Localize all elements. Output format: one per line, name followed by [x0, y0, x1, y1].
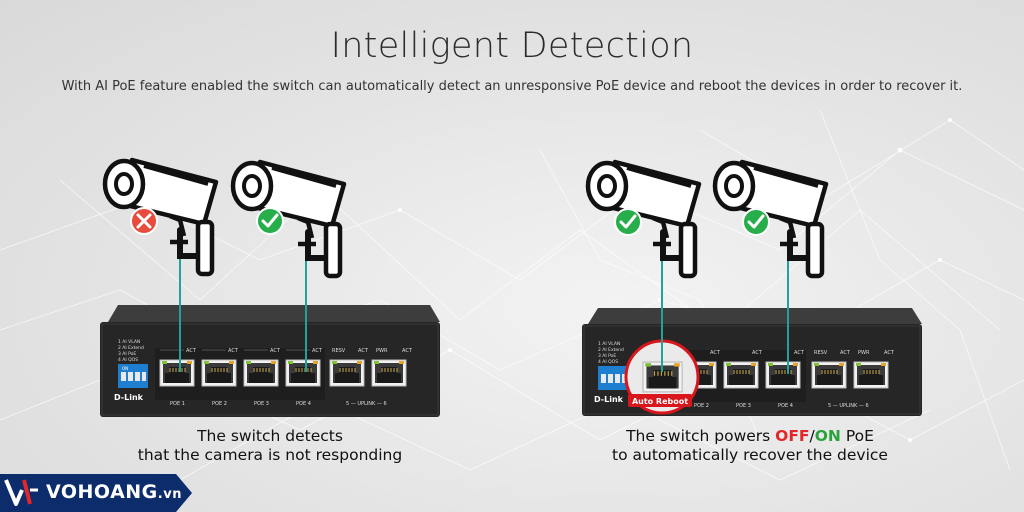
check-icon: [614, 208, 642, 236]
right-caption: The switch powers OFF/ON PoE to automati…: [612, 427, 888, 464]
svg-text:PWR: PWR: [858, 350, 870, 356]
left-switch-brand: D-Link: [114, 393, 144, 402]
watermark-text: VOHOANG.vn: [46, 481, 182, 503]
check-icon: [256, 207, 284, 235]
error-icon: [130, 207, 158, 235]
on-label: ON: [814, 427, 841, 445]
right-camera-1-icon: [588, 162, 699, 276]
svg-text:4 AI QOS: 4 AI QOS: [598, 359, 618, 365]
svg-text:POE 2: POE 2: [212, 401, 227, 407]
svg-text:ACT: ACT: [752, 350, 763, 356]
svg-text:1 AI VLAN: 1 AI VLAN: [598, 341, 620, 347]
svg-text:ACT: ACT: [402, 348, 413, 354]
svg-text:4 AI QOS: 4 AI QOS: [118, 357, 138, 363]
off-label: OFF: [775, 427, 810, 445]
svg-text:3 AI PoE: 3 AI PoE: [118, 351, 136, 357]
svg-text:1 AI VLAN: 1 AI VLAN: [118, 339, 140, 345]
svg-text:RESV: RESV: [814, 350, 828, 356]
svg-text:RESV: RESV: [332, 348, 346, 354]
left-caption: The switch detects that the camera is no…: [137, 427, 403, 464]
svg-text:PWR: PWR: [376, 348, 388, 354]
svg-text:2 AI Extend: 2 AI Extend: [598, 347, 624, 353]
right-camera-2-icon: [715, 162, 826, 276]
svg-text:ACT: ACT: [186, 348, 197, 354]
svg-text:5 — UPLINK — 6: 5 — UPLINK — 6: [346, 401, 387, 407]
svg-text:ON: ON: [122, 366, 128, 371]
auto-reboot-badge: [628, 394, 692, 407]
right-switch-brand: D-Link: [594, 395, 624, 404]
svg-text:ACT: ACT: [710, 350, 721, 356]
svg-text:3 AI PoE: 3 AI PoE: [598, 353, 616, 359]
left-switch: 1 AI VLAN 2 AI Extend 3 AI PoE 4 AI QOS …: [100, 305, 440, 417]
svg-text:ACT: ACT: [228, 348, 239, 354]
right-switch: 1 AI VLAN 2 AI Extend 3 AI PoE 4 AI QOS …: [582, 308, 922, 416]
vohoang-logo: [0, 474, 192, 512]
page-title: Intelligent Detection: [330, 26, 694, 66]
svg-text:ACT: ACT: [270, 348, 281, 354]
svg-text:POE 3: POE 3: [736, 403, 751, 409]
svg-text:ACT: ACT: [312, 348, 323, 354]
svg-text:ACT: ACT: [840, 350, 851, 356]
check-icon: [742, 208, 770, 236]
svg-text:Auto Reboot: Auto Reboot: [632, 397, 688, 406]
svg-text:ACT: ACT: [884, 350, 895, 356]
svg-text:POE 4: POE 4: [296, 401, 311, 407]
svg-text:POE 4: POE 4: [778, 403, 793, 409]
svg-text:ACT: ACT: [794, 350, 805, 356]
left-camera-2-icon: [233, 162, 344, 276]
svg-text:POE 2: POE 2: [694, 403, 709, 409]
page-subtitle: With AI PoE feature enabled the switch c…: [61, 79, 963, 94]
svg-text:POE 3: POE 3: [254, 401, 269, 407]
svg-text:POE 1: POE 1: [170, 401, 185, 407]
left-camera-1-icon: [105, 160, 216, 274]
svg-text:5 — UPLINK — 6: 5 — UPLINK — 6: [828, 403, 869, 409]
svg-text:2 AI Extend: 2 AI Extend: [118, 345, 144, 351]
svg-text:ACT: ACT: [358, 348, 369, 354]
